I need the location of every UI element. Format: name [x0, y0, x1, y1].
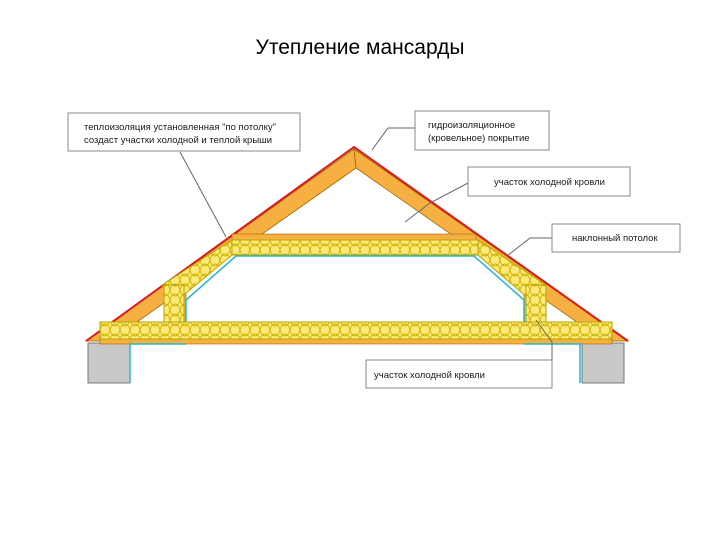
left-wall	[87, 342, 131, 384]
right-knee-insulation	[525, 284, 547, 323]
cold-roof-upper-label: участок холодной кровли	[494, 177, 605, 188]
leader-cold-roof-upper	[404, 182, 469, 223]
leader-sloped-ceiling	[506, 237, 552, 257]
callout-waterproofing: гидроизоляционное (кровельное) покрытие	[414, 110, 550, 151]
ceiling-insulation-line2: создаст участки холодной и теплой крыши	[84, 135, 272, 146]
floor-insulation	[99, 321, 613, 340]
callout-ceiling-insulation: теплоизоляция установленная "по потолку"…	[67, 112, 301, 152]
cold-roof-lower-label: участок холодной кровли	[374, 370, 485, 381]
leader-waterproofing	[371, 127, 415, 151]
callout-cold-roof-lower: участок холодной кровли	[365, 359, 553, 389]
waterproofing-line2: (кровельное) покрытие	[428, 133, 530, 144]
right-wall	[581, 342, 625, 384]
callout-sloped-ceiling: наклонный потолок	[551, 223, 681, 253]
left-knee-insulation	[163, 284, 185, 323]
inner-vapor-barrier	[185, 255, 525, 322]
leader-ceiling-insulation	[179, 151, 227, 238]
left-eave-vapor-barrier	[129, 343, 186, 383]
collar-beam	[231, 233, 477, 241]
ceiling-insulation-line1: теплоизоляция установленная "по потолку"	[84, 122, 276, 133]
sloped-ceiling-label: наклонный потолок	[572, 233, 658, 244]
waterproofing-line1: гидроизоляционное	[428, 120, 515, 131]
slide-title: Утепление мансарды	[255, 36, 465, 59]
callout-cold-roof-upper: участок холодной кровли	[467, 166, 631, 197]
upper-ceiling-insulation	[231, 239, 479, 256]
right-eave-vapor-barrier	[524, 343, 581, 383]
